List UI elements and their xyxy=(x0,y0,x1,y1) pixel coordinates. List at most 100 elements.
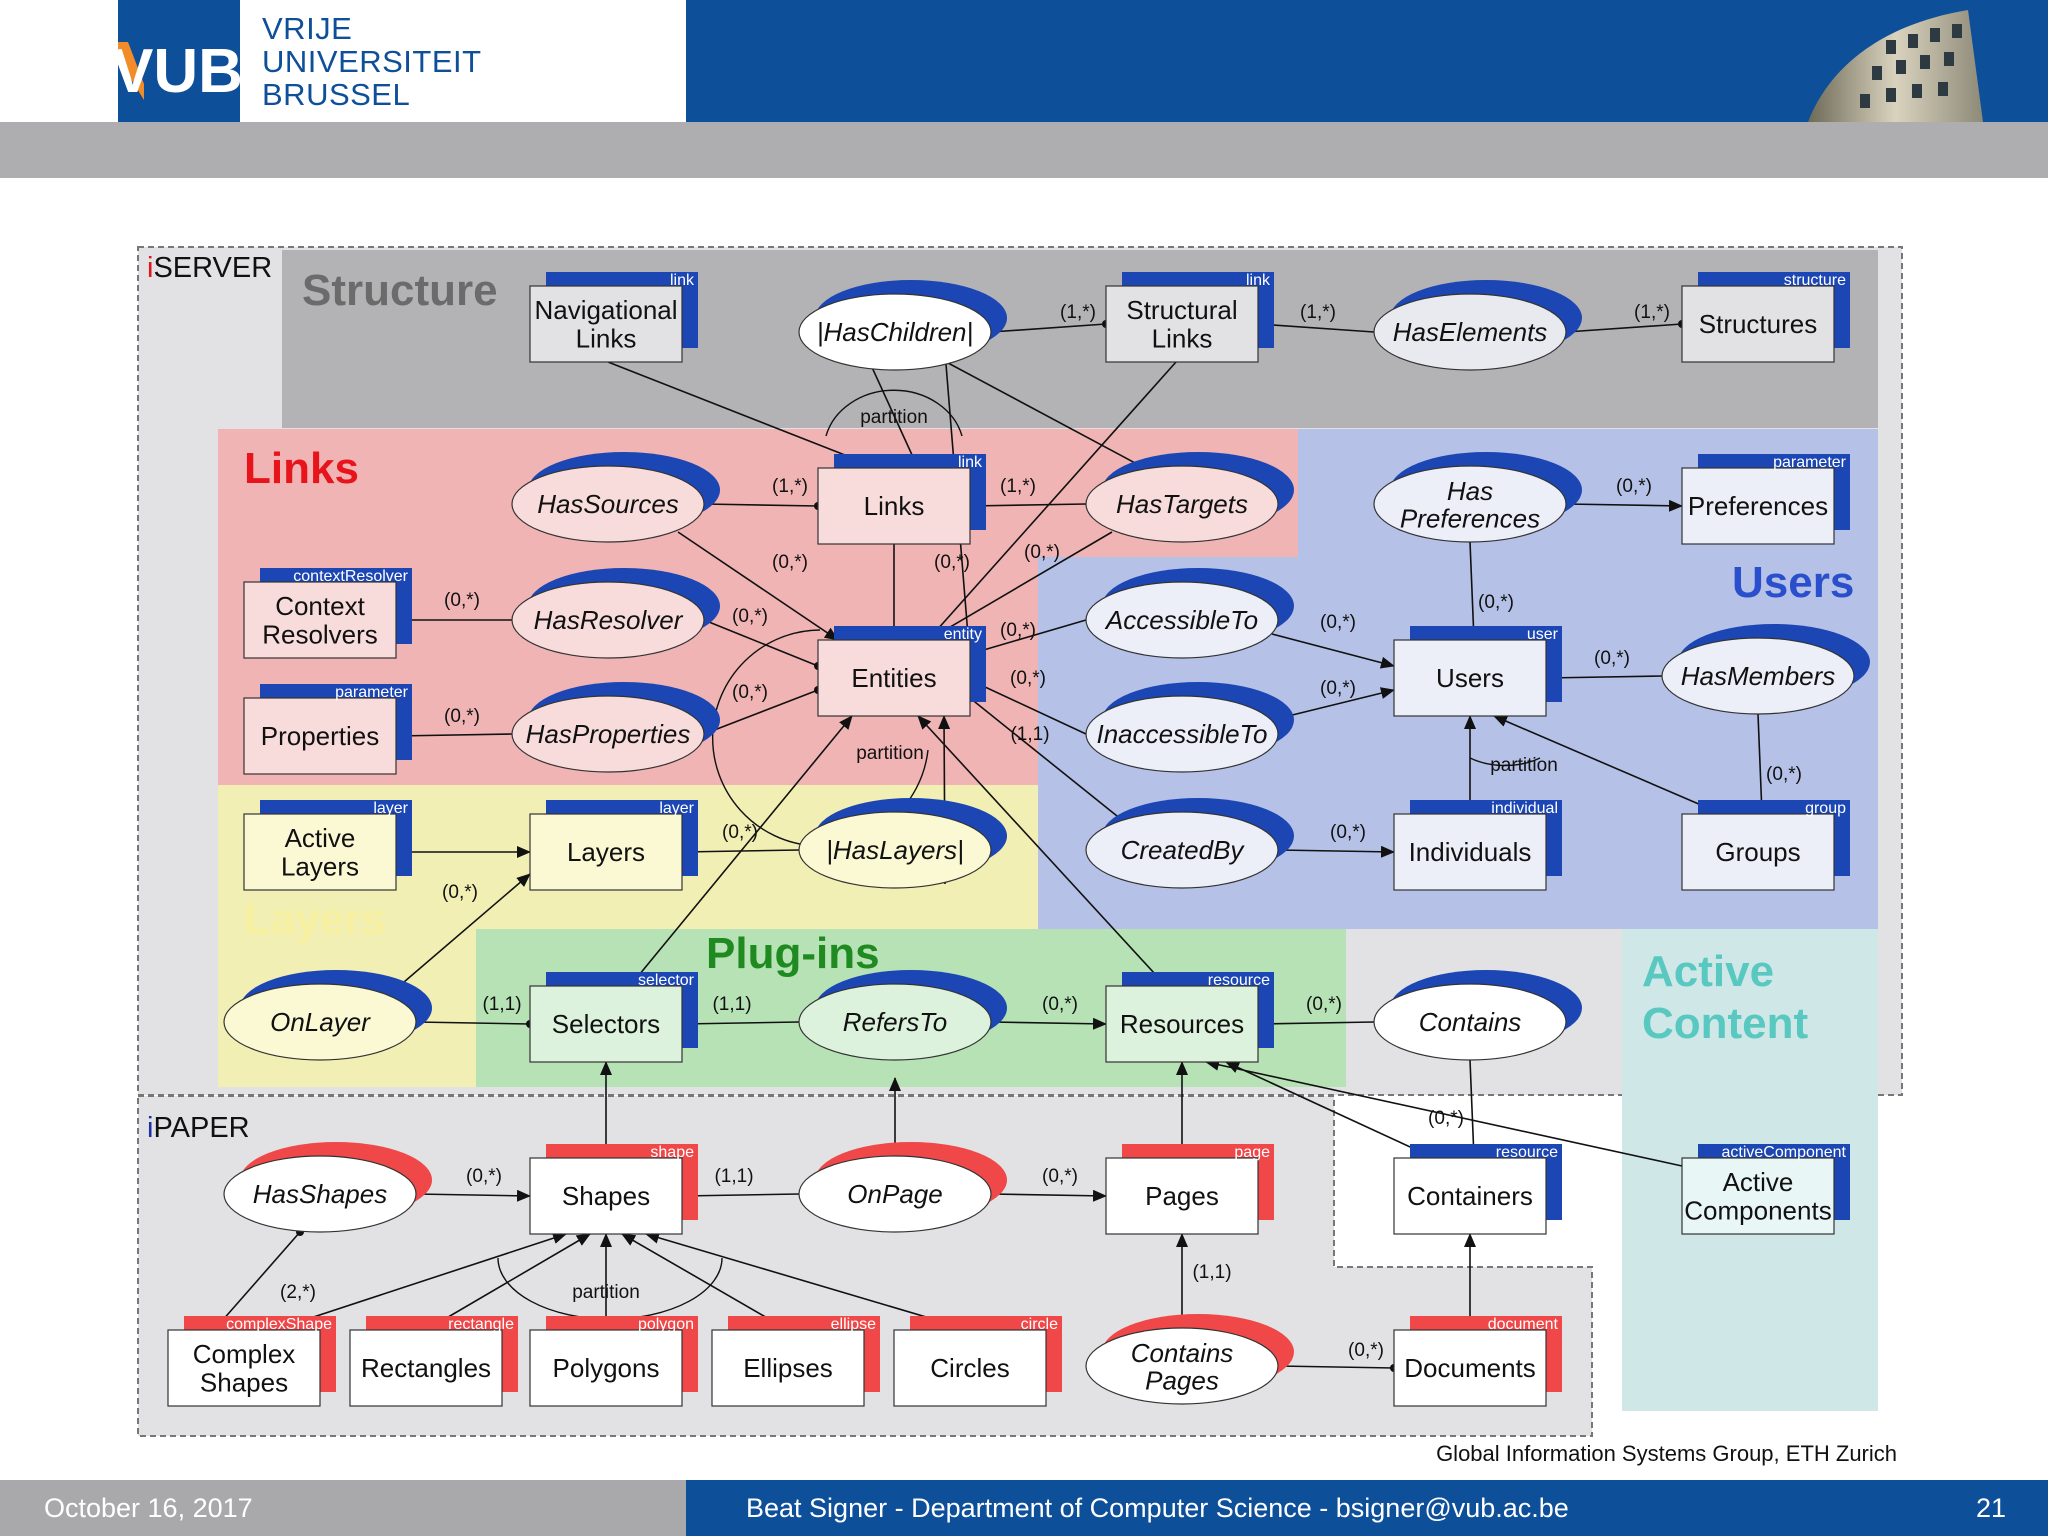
association-label: OnLayer xyxy=(270,1007,371,1037)
footer-date: October 16, 2017 xyxy=(44,1493,253,1524)
entity-active-layers: layerActiveLayers xyxy=(244,800,412,890)
entity-containers: resourceContainers xyxy=(1394,1144,1562,1234)
links-title: Links xyxy=(244,444,359,493)
entity-users: userUsers xyxy=(1394,626,1562,716)
entity-stereotype-label: shape xyxy=(650,1144,694,1161)
cardinality-label: (0,*) xyxy=(442,882,478,903)
iserver-label: SERVER xyxy=(153,252,272,284)
entity-polygons: polygonPolygons xyxy=(530,1316,698,1406)
entity-label: Groups xyxy=(1715,837,1800,867)
cardinality-label: (0,*) xyxy=(1616,476,1652,497)
entity-label: Navigational xyxy=(534,295,677,325)
entity-stereotype-label: activeComponent xyxy=(1721,1144,1846,1161)
association-label: HasMembers xyxy=(1681,661,1836,691)
cardinality-label: (0,*) xyxy=(1000,620,1036,641)
ipaper-title: iPAPER xyxy=(147,1112,250,1144)
entity-stereotype-label: circle xyxy=(1021,1316,1058,1333)
cardinality-label: (0,*) xyxy=(1428,1108,1464,1129)
cardinality-label: (0,*) xyxy=(934,552,970,573)
association-label: AccessibleTo xyxy=(1104,605,1258,635)
entity-stereotype-label: user xyxy=(1527,626,1559,643)
entity-label: Containers xyxy=(1407,1181,1533,1211)
partition-label: partition xyxy=(856,743,924,764)
layers-title: Layers xyxy=(244,895,386,944)
cardinality-label: (1,*) xyxy=(1634,302,1670,323)
entity-stereotype-label: contextResolver xyxy=(293,568,408,585)
footer-page-number: 21 xyxy=(1976,1493,2006,1524)
entity-stereotype-label: link xyxy=(1246,272,1271,289)
footer-author: Beat Signer - Department of Computer Sci… xyxy=(746,1493,1569,1524)
entity-structures: structureStructures xyxy=(1682,272,1850,362)
association-label: HasShapes xyxy=(253,1179,387,1209)
entity-label: Pages xyxy=(1145,1181,1219,1211)
entity-individuals: individualIndividuals xyxy=(1394,800,1562,890)
cardinality-label: (1,1) xyxy=(712,994,751,1015)
association-label: RefersTo xyxy=(843,1007,948,1037)
partition-label: partition xyxy=(1490,755,1558,776)
association-label: Has xyxy=(1447,476,1493,506)
partition-label: partition xyxy=(860,407,928,428)
association-label: CreatedBy xyxy=(1121,835,1246,865)
association-label: Pages xyxy=(1145,1365,1219,1395)
entity-stereotype-label: complexShape xyxy=(226,1316,332,1333)
cardinality-label: (1,1) xyxy=(482,994,521,1015)
cardinality-label: (0,*) xyxy=(1766,764,1802,785)
entity-stereotype-label: entity xyxy=(944,626,982,643)
entity-label: Active xyxy=(285,823,356,853)
cardinality-label: (0,*) xyxy=(1320,612,1356,633)
association-label: HasElements xyxy=(1393,317,1548,347)
entity-label: Context xyxy=(275,591,365,621)
entity-stereotype-label: layer xyxy=(659,800,694,817)
entity-label: Links xyxy=(576,323,637,353)
cardinality-label: (0,*) xyxy=(444,706,480,727)
association-label: OnPage xyxy=(847,1179,942,1209)
entity-label: Links xyxy=(1152,323,1213,353)
active-content-title: Active xyxy=(1642,947,1774,996)
association-label: HasResolver xyxy=(534,605,684,635)
entity-stereotype-label: resource xyxy=(1496,1144,1558,1161)
cardinality-label: (0,*) xyxy=(1042,994,1078,1015)
cardinality-label: (0,*) xyxy=(1306,994,1342,1015)
cardinality-label: (1,1) xyxy=(714,1166,753,1187)
cardinality-label: (0,*) xyxy=(732,606,768,627)
entity-structural-links: linkStructuralLinks xyxy=(1106,272,1274,362)
association-label: Contains xyxy=(1131,1338,1234,1368)
entity-stereotype-label: parameter xyxy=(335,684,409,701)
entity-label: Ellipses xyxy=(743,1353,833,1383)
entity-stereotype-label: page xyxy=(1234,1144,1270,1161)
cardinality-label: (0,*) xyxy=(1348,1340,1384,1361)
entity-label: Resources xyxy=(1120,1009,1244,1039)
entity-stereotype-label: rectangle xyxy=(448,1316,514,1333)
entity-label: Layers xyxy=(281,851,359,881)
iserver-title: iSERVER xyxy=(147,252,272,284)
entity-label: Users xyxy=(1436,663,1504,693)
entity-label: Active xyxy=(1723,1167,1794,1197)
association-label: Contains xyxy=(1419,1007,1522,1037)
cardinality-label: (2,*) xyxy=(280,1282,316,1303)
plugins-title: Plug-ins xyxy=(706,929,880,978)
entity-stereotype-label: resource xyxy=(1208,972,1270,989)
cardinality-label: (0,*) xyxy=(1024,542,1060,563)
entity-stereotype-label: document xyxy=(1488,1316,1559,1333)
cardinality-label: (1,*) xyxy=(1000,476,1036,497)
structure-title: Structure xyxy=(302,266,498,315)
association-label: InaccessibleTo xyxy=(1096,719,1267,749)
cardinality-label: (0,*) xyxy=(1594,648,1630,669)
entity-circles: circleCircles xyxy=(894,1316,1062,1406)
entity-stereotype-label: polygon xyxy=(638,1316,694,1333)
entity-preferences: parameterPreferences xyxy=(1682,454,1850,544)
entity-stereotype-label: selector xyxy=(638,972,695,989)
association-label: HasSources xyxy=(537,489,679,519)
association-label: |HasLayers| xyxy=(826,835,964,865)
entity-stereotype-label: structure xyxy=(1784,272,1846,289)
cardinality-label: (1,*) xyxy=(1060,302,1096,323)
entity-resources: resourceResources xyxy=(1106,972,1274,1062)
entity-label: Structural xyxy=(1126,295,1237,325)
entity-label: Shapes xyxy=(200,1367,288,1397)
